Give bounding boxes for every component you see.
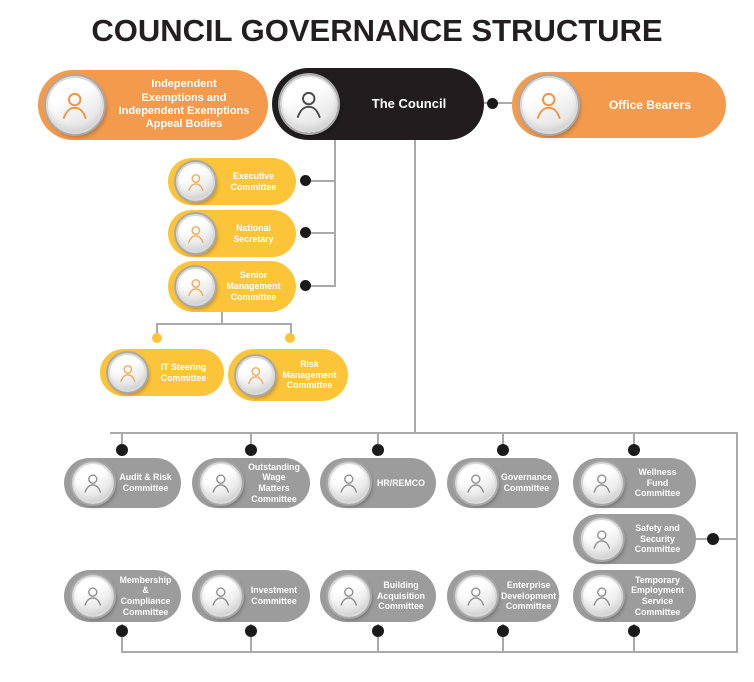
node-label: Investment Committee: [250, 585, 298, 606]
person-icon: [581, 518, 623, 560]
dot-temporary-employment: [628, 625, 640, 637]
person-icon: [46, 76, 104, 134]
node-label: National Secretary: [233, 222, 274, 244]
edge-senior-management-stub: [305, 285, 335, 287]
person-icon: [72, 462, 114, 504]
node-label: IT Steering Committee: [160, 361, 207, 383]
node-label: HR/REMCO: [377, 477, 425, 488]
dot-hr-remco: [372, 444, 384, 456]
node-investment-committee: Investment Committee: [192, 570, 310, 622]
node-label: Wellness Fund Committee: [634, 466, 681, 499]
person-icon: [72, 575, 114, 617]
person-icon: [200, 575, 242, 617]
edge-council-main-vertical: [414, 140, 416, 434]
edge-bottom-horizontal: [121, 651, 738, 653]
edge-enterprise-stub: [502, 624, 504, 652]
dot-governance: [497, 444, 509, 456]
node-hr-remco: HR/REMCO: [320, 458, 436, 508]
dot-outstanding-wage: [245, 444, 257, 456]
person-icon: [108, 353, 147, 392]
page-title: COUNCIL GOVERNANCE STRUCTURE: [91, 13, 663, 48]
node-label: Temporary Employment Service Committee: [631, 574, 684, 617]
dot-audit-risk: [116, 444, 128, 456]
edge-outstanding-stub: [250, 433, 252, 446]
person-icon: [455, 462, 497, 504]
edge-building-stub: [377, 624, 379, 652]
node-enterprise-development-committee: Enterprise Development Committee: [447, 570, 559, 622]
edge-audit-stub: [121, 433, 123, 446]
dot-risk-management: [285, 333, 295, 343]
node-building-acquisition-committee: Building Acquisition Committee: [320, 570, 436, 622]
edge-governance-stub: [502, 433, 504, 446]
dot-senior-management: [300, 280, 311, 291]
person-icon: [520, 76, 578, 134]
person-icon: [581, 462, 623, 504]
edge-risk-management-drop: [290, 323, 292, 337]
person-icon: [328, 462, 370, 504]
node-office-bearers: Office Bearers: [512, 72, 726, 138]
dot-office-bearers: [487, 98, 498, 109]
person-icon: [200, 462, 242, 504]
dot-wellness-fund: [628, 444, 640, 456]
node-the-council: The Council: [272, 68, 484, 140]
person-icon: [455, 575, 497, 617]
node-executive-committee: Executive Committee: [168, 158, 296, 205]
edge-gray-top-horizontal: [110, 432, 738, 434]
edge-executive-stub: [305, 180, 335, 182]
edge-temporary-stub: [633, 624, 635, 652]
node-label: Safety and Security Committee: [634, 522, 681, 555]
node-label: Office Bearers: [608, 97, 692, 112]
dot-executive: [300, 175, 311, 186]
edge-membership-stub: [121, 624, 123, 652]
node-label: Independent Exemptions and Independent E…: [118, 78, 250, 131]
dot-building-acquisition: [372, 625, 384, 637]
dot-national-secretary: [300, 227, 311, 238]
edge-hrremco-stub: [377, 433, 379, 446]
node-senior-management-committee: Senior Management Committee: [168, 261, 296, 312]
person-icon: [280, 75, 338, 133]
node-membership-compliance-committee: Membership & Compliance Committee: [64, 570, 181, 622]
dot-membership-compliance: [116, 625, 128, 637]
node-label: The Council: [371, 96, 447, 112]
person-icon: [328, 575, 370, 617]
node-label: Membership & Compliance Committee: [119, 574, 172, 617]
node-label: Audit & Risk Committee: [119, 472, 172, 493]
node-national-secretary: National Secretary: [168, 210, 296, 257]
dot-enterprise-development: [497, 625, 509, 637]
node-temporary-employment-service-committee: Temporary Employment Service Committee: [573, 570, 696, 622]
node-audit-risk-committee: Audit & Risk Committee: [64, 458, 181, 508]
edge-it-steering-drop: [156, 323, 158, 337]
node-wellness-fund-committee: Wellness Fund Committee: [573, 458, 696, 508]
edge-council-office: [484, 102, 512, 104]
edge-national-secretary-stub: [305, 232, 335, 234]
edge-council-committees-vertical: [334, 140, 336, 287]
node-label: Governance Committee: [501, 472, 552, 493]
node-label: Executive Committee: [230, 170, 277, 192]
person-icon: [581, 575, 623, 617]
person-icon: [176, 214, 215, 253]
edge-senior-branch-horizontal: [156, 323, 292, 325]
person-icon: [176, 267, 215, 306]
node-label: Senior Management Committee: [226, 270, 281, 302]
dot-it-steering: [152, 333, 162, 343]
node-risk-management-committee: Risk Management Committee: [228, 349, 348, 401]
edge-senior-branch-stem: [221, 311, 223, 324]
edge-right-vertical: [736, 432, 738, 653]
edge-investment-stub: [250, 624, 252, 652]
node-governance-committee: Governance Committee: [447, 458, 559, 508]
node-independent-exemptions: Independent Exemptions and Independent E…: [38, 70, 268, 140]
node-label: Building Acquisition Committee: [377, 579, 425, 612]
dot-investment: [245, 625, 257, 637]
node-label: Enterprise Development Committee: [501, 579, 557, 612]
node-label: Risk Management Committee: [282, 358, 337, 391]
person-icon: [176, 162, 215, 201]
node-label: Outstanding Wage Matters Committee: [248, 461, 300, 504]
edge-wellness-stub: [633, 433, 635, 446]
node-safety-security-committee: Safety and Security Committee: [573, 514, 696, 564]
person-icon: [236, 355, 275, 395]
dot-safety-security: [707, 533, 719, 545]
node-it-steering-committee: IT Steering Committee: [100, 349, 224, 396]
node-outstanding-wage-matters-committee: Outstanding Wage Matters Committee: [192, 458, 310, 508]
